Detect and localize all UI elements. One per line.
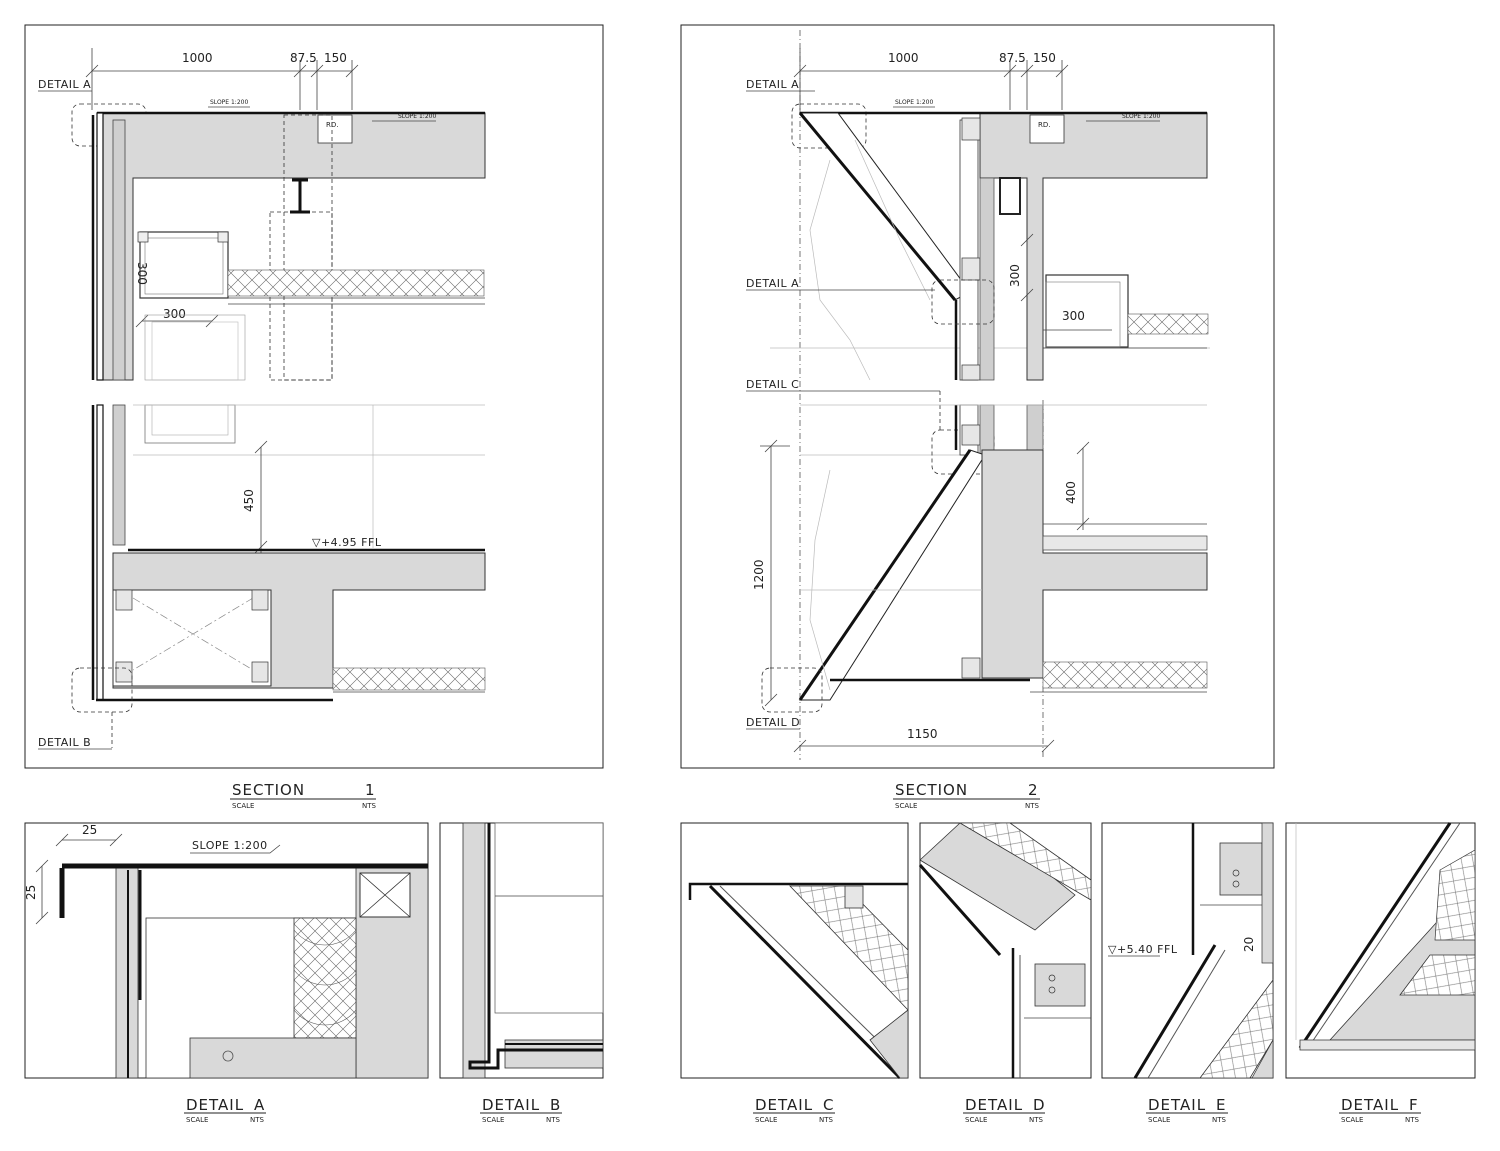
detail-f-scale-value: NTS [1405,1116,1420,1124]
detail-a-scale-value: NTS [250,1116,265,1124]
detail-d-drawing [918,822,1092,1079]
detail-c-scale-value: NTS [819,1116,834,1124]
detail-b-letter: B [550,1096,561,1114]
dim-150: 150 [324,51,347,65]
detail-c-title-text: DETAIL [755,1096,813,1114]
detail-d-title: DETAIL D SCALE NTS [963,1096,1046,1124]
slope-right-label: SLOPE 1:200 [398,113,436,120]
detail-f-letter: F [1409,1096,1419,1114]
slope-left-label: SLOPE 1:200 [210,99,248,106]
s2-roof-slab [979,112,1208,381]
s2-callout-detail-d: DETAIL D [746,716,800,729]
callout-detail-a: DETAIL A [38,78,91,91]
s2-callout-detail-a-1: DETAIL A [746,78,799,91]
detail-b-title: DETAIL B SCALE NTS [480,1096,562,1124]
detail-e-title: DETAIL E SCALE NTS [1146,1096,1228,1124]
s2-roof-drain-label: RD. [1038,121,1050,129]
callout-detail-b: DETAIL B [38,736,91,749]
section-1-number: 1 [365,781,376,799]
detail-a-scale-label: SCALE [186,1116,208,1124]
detail-a-drawing: 25 25 SLOPE 1:200 [24,822,429,1079]
s2-dim-150: 150 [1033,51,1056,65]
detail-c-title: DETAIL C SCALE NTS [753,1096,835,1124]
detail-a-letter: A [254,1096,265,1114]
detail-c-drawing [680,822,909,1080]
detail-d-scale-value: NTS [1029,1116,1044,1124]
dim-v300: 300 [135,262,149,285]
detail-f-title: DETAIL F SCALE NTS [1339,1096,1421,1124]
section-1-scale-label: SCALE [232,802,254,810]
detail-a-slope: SLOPE 1:200 [192,839,268,852]
dim-87-5: 87.5 [290,51,317,65]
detail-e-letter: E [1216,1096,1226,1114]
section-1-title: SECTION 1 SCALE NTS [230,781,377,810]
detail-b-scale-label: SCALE [482,1116,504,1124]
detail-d-letter: D [1033,1096,1046,1114]
s2-slope-right: SLOPE 1:200 [1122,113,1160,120]
detail-c-scale-label: SCALE [755,1116,777,1124]
detail-a-title-text: DETAIL [186,1096,244,1114]
s2-dim-87-5: 87.5 [999,51,1026,65]
section-2-frame [680,24,1275,769]
detail-e-dim: 20 [1242,937,1256,952]
detail-b-drawing [439,822,604,1079]
section-2-title: SECTION 2 SCALE NTS [893,781,1040,810]
detail-e-level: ▽+5.40 FFL [1108,943,1178,956]
detail-e-title-text: DETAIL [1148,1096,1206,1114]
detail-e-scale-label: SCALE [1148,1116,1170,1124]
detail-c-letter: C [823,1096,834,1114]
s2-dim-v1200: 1200 [752,559,766,590]
detail-titles: DETAIL A SCALE NTS DETAIL B SCALE NTS DE… [184,1096,1421,1124]
section-2-scale-label: SCALE [895,802,917,810]
detail-e-scale-value: NTS [1212,1116,1227,1124]
section-2-scale-value: NTS [1025,802,1040,810]
detail-f-title-text: DETAIL [1341,1096,1399,1114]
detail-f-scale-label: SCALE [1341,1116,1363,1124]
s2-slope-left: SLOPE 1:200 [895,99,933,106]
detail-a-dim-h: 25 [82,823,97,837]
section-2-drawing: 1000 87.5 150 DETAIL A RD. SLOPE 1:200 S… [680,24,1275,769]
detail-b-scale-value: NTS [546,1116,561,1124]
detail-a-title: DETAIL A SCALE NTS [184,1096,266,1124]
detail-f-drawing [1285,822,1476,1079]
s2-dim-h300: 300 [1062,309,1085,323]
section-1-frame [24,24,604,769]
s2-dim-h1150: 1150 [907,727,938,741]
section-1-title-text: SECTION [232,781,305,799]
section-1-scale-value: NTS [362,802,377,810]
s2-floor-slab [981,449,1208,679]
s2-dim-v300: 300 [1008,264,1022,287]
s2-dim-1000: 1000 [888,51,919,65]
dim-1000: 1000 [182,51,213,65]
s2-dim-v400: 400 [1064,481,1078,504]
dim-h300: 300 [163,307,186,321]
detail-a-dim-v: 25 [24,885,38,900]
level-4-95: ▽+4.95 FFL [312,536,382,549]
detail-d-title-text: DETAIL [965,1096,1023,1114]
section-2-title-text: SECTION [895,781,968,799]
s2-callout-detail-c: DETAIL C [746,378,799,391]
section-2-number: 2 [1028,781,1039,799]
detail-d-scale-label: SCALE [965,1116,987,1124]
s2-callout-detail-a-2: DETAIL A [746,277,799,290]
detail-e-drawing: ▽+5.40 FFL 20 [1101,822,1274,1079]
dim-v450: 450 [242,489,256,512]
detail-b-title-text: DETAIL [482,1096,540,1114]
section-1-drawing: 1000 87.5 150 DETAIL A RD. SLOPE 1:200 S… [24,24,604,769]
